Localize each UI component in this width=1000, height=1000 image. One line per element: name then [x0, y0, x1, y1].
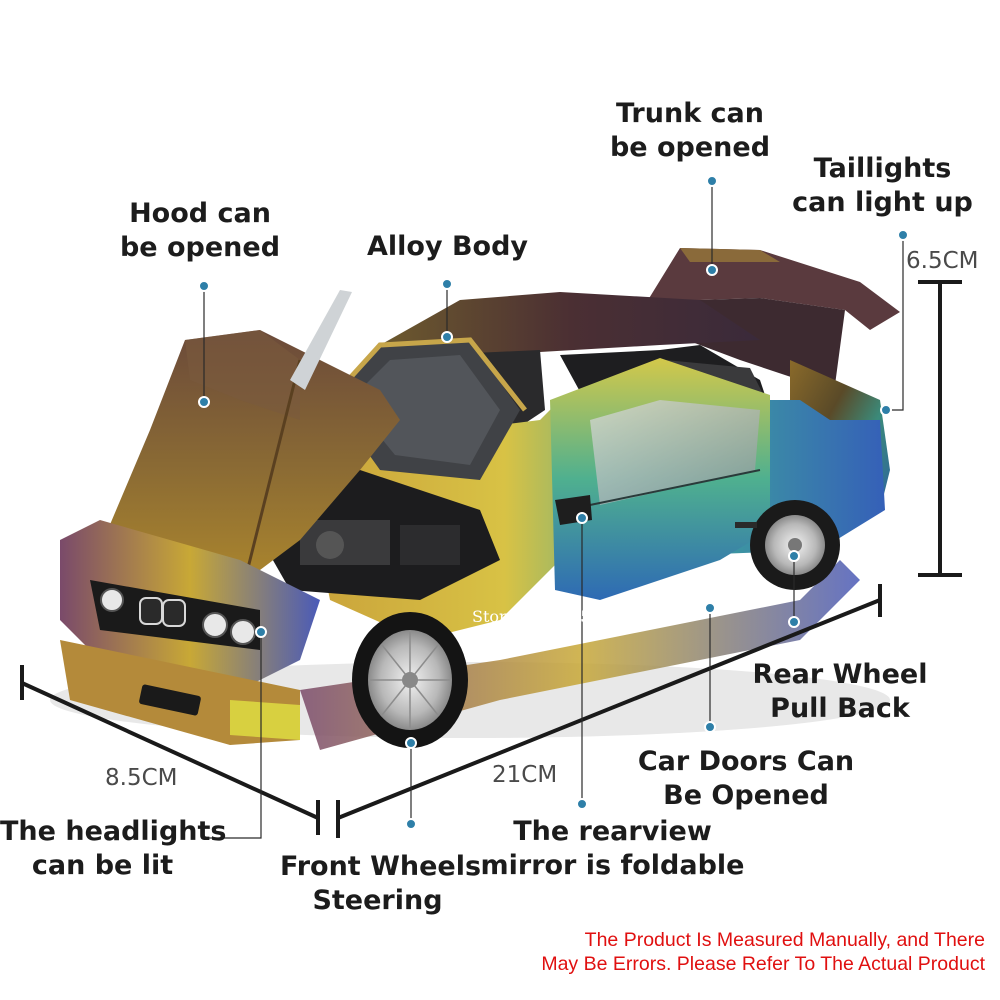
rearview-callout-line1: The rearview: [513, 816, 712, 847]
alloy-body-callout-line1: Alloy Body: [366, 231, 528, 262]
height-dimension: 6.5CM: [906, 248, 979, 274]
taillights-callout-line1: Taillights: [813, 153, 952, 184]
rear-wheel-callout-line2: Pull Back: [770, 693, 910, 724]
rear-wheel-callout: Rear Wheel Pull Back: [740, 658, 940, 726]
rearview-callout-line2: mirror is foldable: [480, 850, 745, 881]
headlights-callout-line2: can be lit: [31, 850, 174, 881]
front-wheels-callout-line1: Front Wheels: [280, 851, 482, 882]
front-wheels-callout: Front Wheels Steering: [280, 850, 482, 918]
taillights-callout: Taillights can light up: [780, 152, 985, 220]
rearview-callout: The rearview mirror is foldable: [480, 815, 745, 883]
trunk-callout: Trunk can be opened: [590, 97, 790, 165]
disclaimer-line1: The Product Is Measured Manually, and Th…: [584, 929, 985, 951]
trunk-callout-line2: be opened: [609, 132, 771, 163]
doors-callout: Car Doors Can Be Opened: [628, 745, 864, 813]
hood-callout: Hood can be opened: [105, 197, 295, 265]
doors-callout-line1: Car Doors Can: [637, 746, 855, 777]
headlights-callout-line1: The headlights: [0, 816, 227, 847]
hood-callout-line2: be opened: [119, 232, 281, 263]
rear-wheel-callout-line1: Rear Wheel: [752, 659, 928, 690]
hood-callout-line1: Hood can: [129, 198, 271, 229]
taillights-callout-line2: can light up: [792, 187, 973, 218]
disclaimer: The Product Is Measured Manually, and Th…: [541, 928, 985, 976]
length-dimension: 21CM: [492, 762, 558, 788]
disclaimer-line2: May Be Errors. Please Refer To The Actua…: [541, 953, 985, 975]
store-watermark: Store No.912543300: [472, 607, 642, 626]
doors-callout-line2: Be Opened: [663, 780, 829, 811]
width-dimension: 8.5CM: [105, 765, 178, 791]
trunk-callout-line1: Trunk can: [615, 98, 764, 129]
front-wheels-callout-line2: Steering: [312, 885, 443, 916]
alloy-body-callout: Alloy Body: [355, 230, 540, 264]
headlights-callout: The headlights can be lit: [0, 815, 227, 883]
